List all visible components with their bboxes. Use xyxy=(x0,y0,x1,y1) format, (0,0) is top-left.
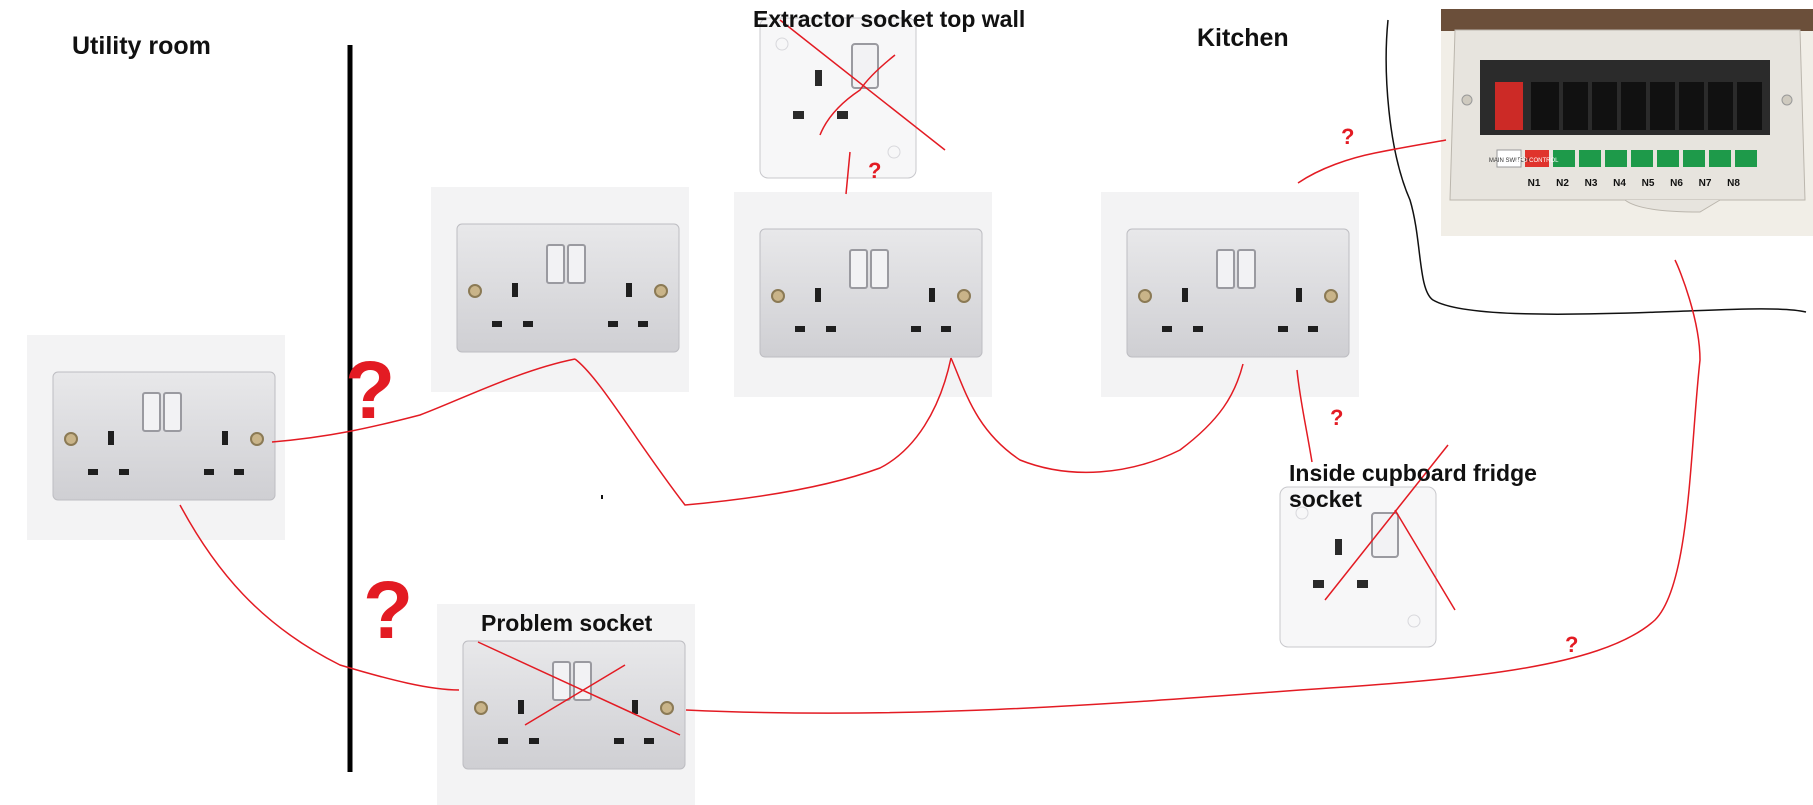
cable-utility-to-problem xyxy=(179,504,460,691)
unknown-connection-extractor: ? xyxy=(868,158,882,183)
fridge-socket-cross xyxy=(1324,444,1456,611)
room-boundary-line xyxy=(1385,19,1807,315)
unknown-connection-problem-cable: ? xyxy=(1565,632,1579,657)
extractor-socket-cross xyxy=(779,19,946,151)
way-label: N6 xyxy=(1670,178,1683,189)
problem-socket-label: Problem socket xyxy=(481,610,653,636)
kitchen-label: Kitchen xyxy=(1197,24,1289,52)
cable-kitchen-1-to-2 xyxy=(574,357,952,506)
utility-room-socket xyxy=(26,334,286,541)
main-switch-label: MAIN SWITCH xyxy=(1489,158,1529,164)
cable-extractor-drop xyxy=(845,151,851,195)
way-label: N2 xyxy=(1556,178,1569,189)
way-label: N8 xyxy=(1727,178,1740,189)
cable-to-consumer-unit xyxy=(1297,139,1447,184)
kitchen-socket-2 xyxy=(733,191,993,398)
kitchen-socket-3 xyxy=(1100,191,1360,398)
rcd-label: AFD CONTROL xyxy=(1515,158,1559,164)
way-label: N5 xyxy=(1642,178,1655,189)
way-label: N1 xyxy=(1528,178,1541,189)
way-label: N7 xyxy=(1699,178,1712,189)
unknown-connection-fridge: ? xyxy=(1330,405,1344,430)
extractor-socket xyxy=(759,17,917,179)
cable-problem-to-consumer-unit xyxy=(685,259,1701,714)
unknown-connection-wall-upper: ? xyxy=(345,345,396,436)
unknown-connection-wall-lower: ? xyxy=(363,565,414,656)
utility-room-label: Utility room xyxy=(72,32,211,60)
cable-fridge-branch xyxy=(1296,369,1313,463)
problem-socket-cross xyxy=(477,641,681,736)
fridge-socket-label: Inside cupboard fridge socket xyxy=(1289,460,1537,513)
way-label: N4 xyxy=(1613,178,1626,189)
cable-utility-to-kitchen-1 xyxy=(271,358,576,443)
way-label: N3 xyxy=(1585,178,1598,189)
cable-runs xyxy=(179,139,1701,714)
consumer-unit: MAIN SWITCH AFD CONTROL N1 N2 N3 N4 N5 N6 N7 N8 xyxy=(1441,9,1813,236)
unknown-connection-consumer-unit: ? xyxy=(1341,124,1355,149)
kitchen-socket-1 xyxy=(430,186,690,393)
extractor-socket-label: Extractor socket top wall xyxy=(753,6,1026,32)
cable-kitchen-2-to-3 xyxy=(950,357,1244,474)
way-labels: N1 N2 N3 N4 N5 N6 N7 N8 xyxy=(1528,178,1741,189)
